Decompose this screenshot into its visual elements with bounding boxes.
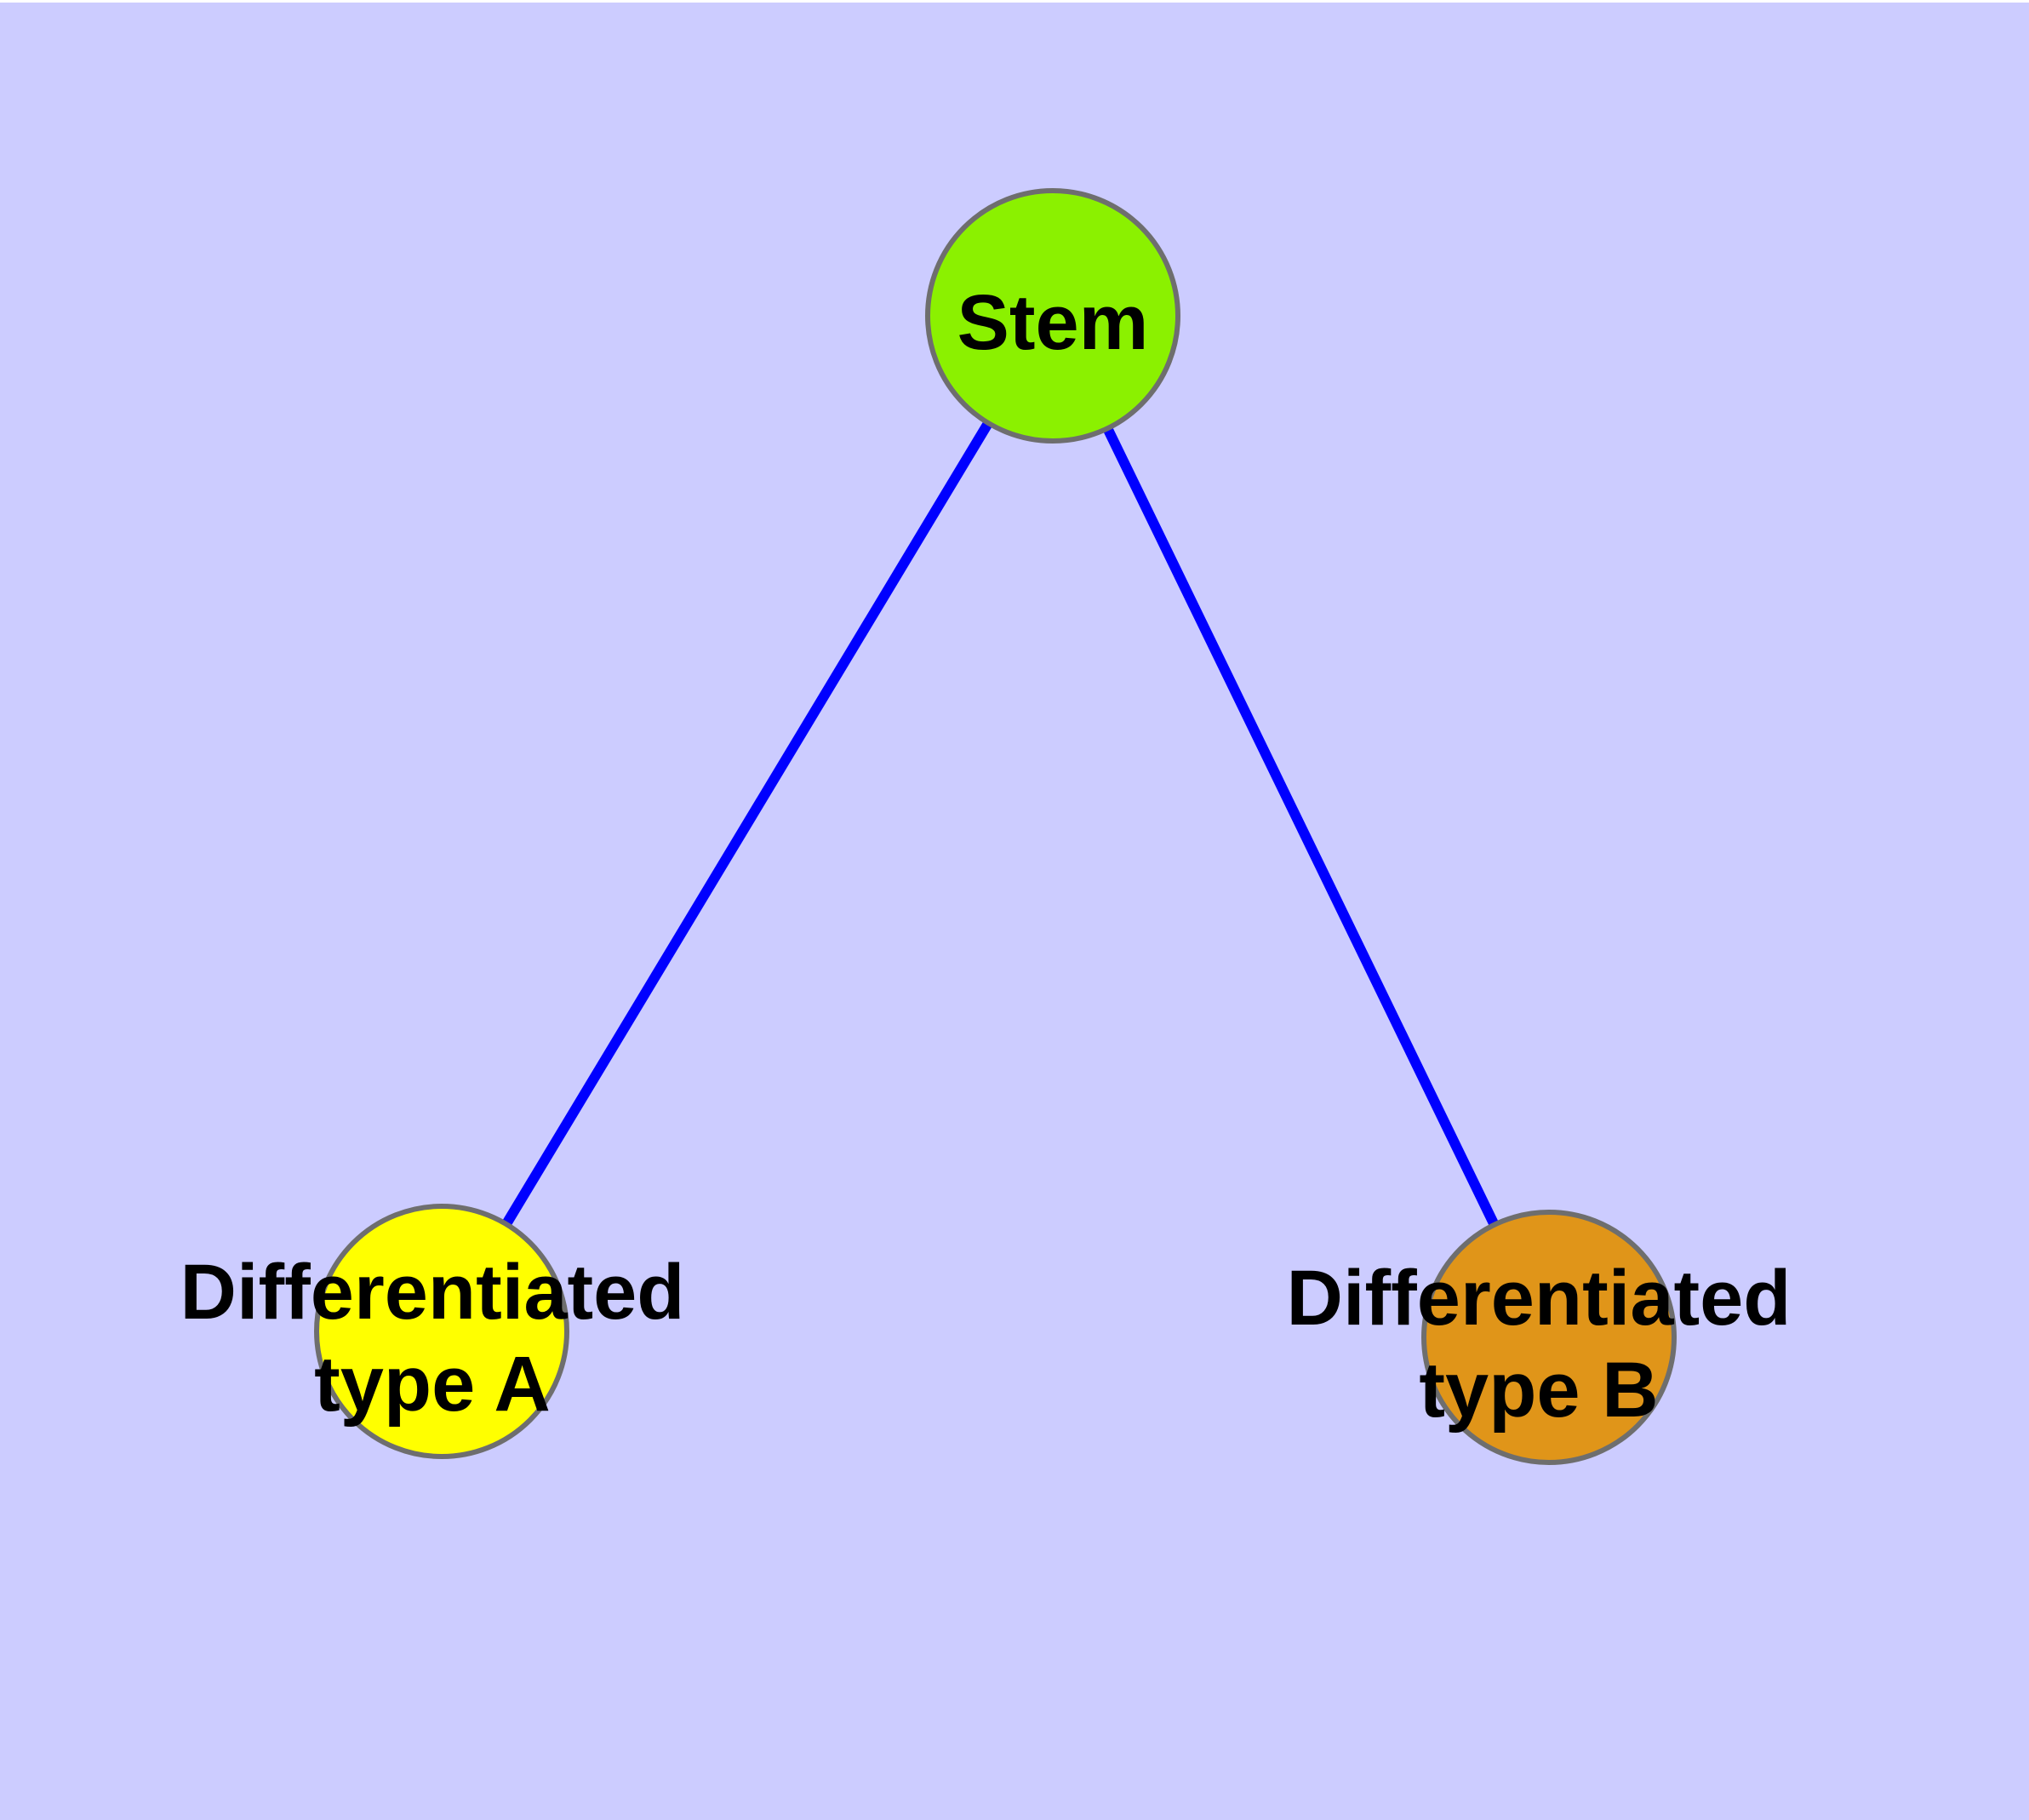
edge-stem-to-type-b xyxy=(1048,313,1554,1340)
node-stem-circle xyxy=(925,188,1180,444)
top-edge-strip xyxy=(0,0,2029,3)
edge-stem-to-type-a xyxy=(437,312,1058,1335)
node-type-b-circle xyxy=(1421,1210,1677,1465)
node-type-a-circle xyxy=(314,1204,569,1459)
